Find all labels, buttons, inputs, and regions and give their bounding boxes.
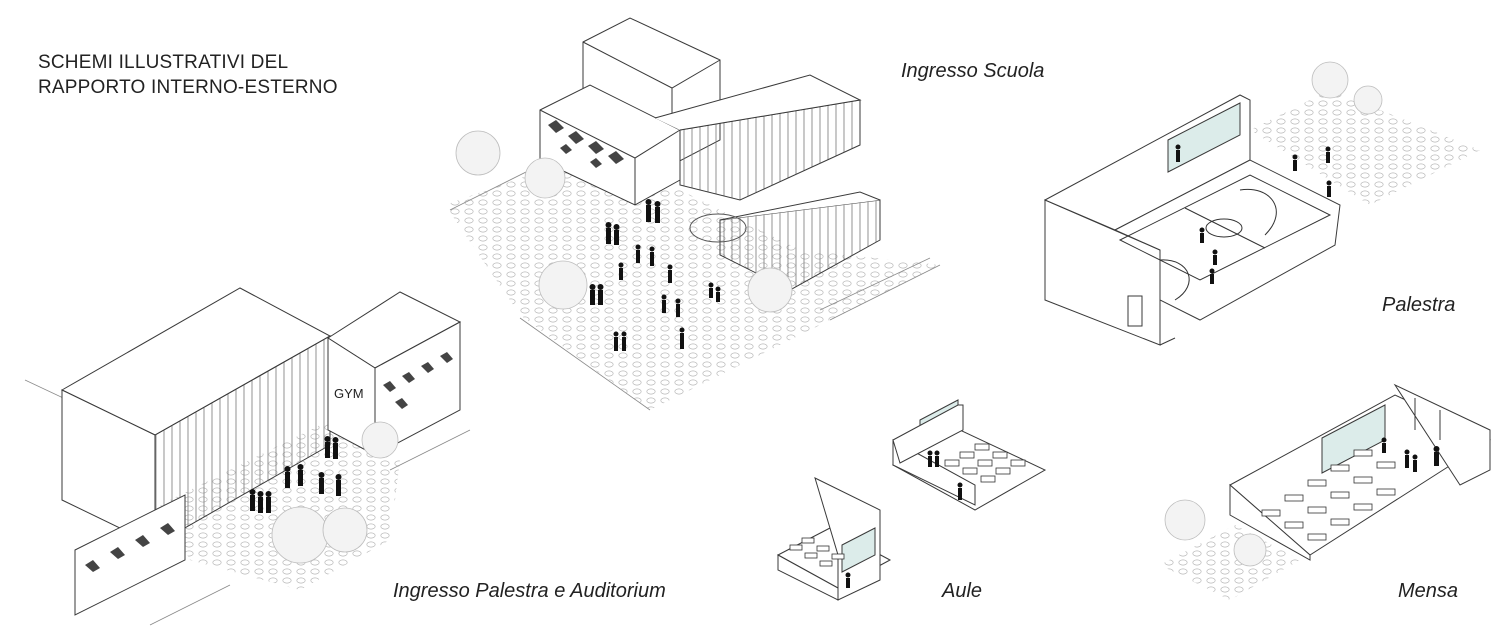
auditorium-wall <box>74 494 186 616</box>
mensa-tables <box>1261 449 1396 541</box>
caption-palestra: Palestra <box>1382 294 1456 316</box>
gym-entrance-people <box>249 436 342 513</box>
mensa-people <box>1381 437 1440 472</box>
title-line-1: SCHEMI ILLUSTRATIVI DEL <box>38 52 289 73</box>
palestra-drawing <box>1043 61 1480 346</box>
palestra-exterior-ground <box>1250 90 1480 205</box>
aula-lower-window <box>841 527 876 573</box>
palestra-people <box>1175 144 1332 284</box>
scuola-people <box>589 199 721 351</box>
caption-ingresso-palestra-auditorium: Ingresso Palestra e Auditorium <box>393 580 666 602</box>
scuola-facade-ornament <box>548 120 624 168</box>
scuola-courtyard-ground <box>445 150 940 410</box>
ingresso-palestra-drawing: GYM <box>24 287 471 626</box>
diagram-title: SCHEMI ILLUSTRATIVI DEL RAPPORTO INTERNO… <box>38 50 338 100</box>
caption-mensa: Mensa <box>1398 580 1459 602</box>
aule-drawing <box>776 399 1047 601</box>
gym-label: GYM <box>334 386 364 401</box>
title-line-2: RAPPORTO INTERNO-ESTERNO <box>38 77 338 98</box>
mensa-drawing <box>1160 383 1492 600</box>
palestra-window <box>1167 102 1241 173</box>
caption-ingresso-scuola: Ingresso Scuola <box>901 60 1045 82</box>
ingresso-scuola-drawing <box>445 17 941 411</box>
caption-aule: Aule <box>942 580 983 602</box>
gym-facade-ornament <box>383 352 453 409</box>
